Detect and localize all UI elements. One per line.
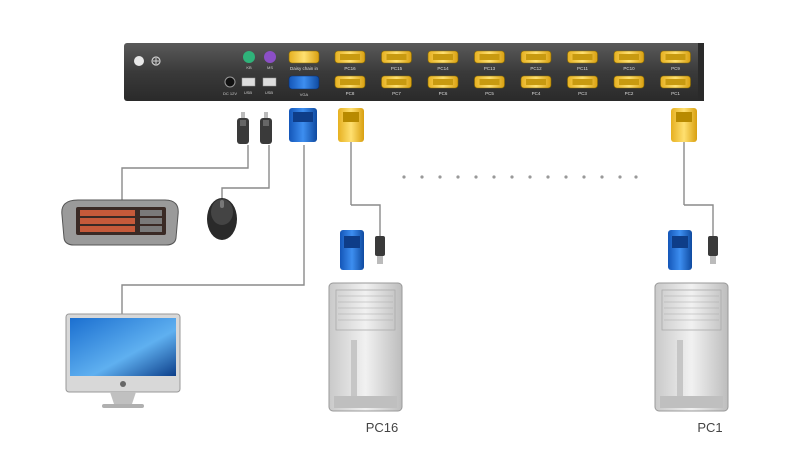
vga-port-pins bbox=[433, 54, 453, 60]
daisy-chain-label: Daisy chain in bbox=[290, 66, 319, 71]
vga-port-pins bbox=[386, 79, 407, 85]
vga-plug-icon bbox=[289, 108, 317, 142]
kb-label: KB bbox=[246, 65, 252, 70]
vga-usb-plugs-pc1 bbox=[668, 230, 718, 270]
ms-label: MS bbox=[267, 65, 273, 70]
vga-port-pins bbox=[340, 79, 360, 85]
port-label-pc2: PC2 bbox=[625, 91, 634, 96]
keyboard-icon bbox=[61, 199, 179, 246]
usb-plug-icon bbox=[260, 112, 272, 144]
vga-label: VGA bbox=[300, 92, 309, 97]
port-label-pc9: PC9 bbox=[671, 66, 680, 71]
ps2-keyboard-port bbox=[243, 51, 255, 63]
vga-port-pins bbox=[572, 54, 593, 60]
vga-port-pins bbox=[526, 79, 546, 85]
port-label-pc7: PC7 bbox=[392, 91, 401, 96]
usb-label-1: USB bbox=[244, 90, 253, 95]
computer-tower-pc1 bbox=[654, 282, 729, 412]
vga-port-pins bbox=[619, 79, 639, 85]
port-label-pc13: PC13 bbox=[484, 66, 496, 71]
vga-port-pins bbox=[479, 79, 500, 85]
vga-port-pins bbox=[619, 54, 639, 60]
port-label-pc1: PC1 bbox=[671, 91, 680, 96]
port-label-pc3: PC3 bbox=[578, 91, 587, 96]
port-label-pc4: PC4 bbox=[532, 91, 541, 96]
monitor-icon bbox=[65, 313, 181, 408]
vga-port-pins bbox=[340, 54, 360, 60]
usb-plug-icon bbox=[237, 112, 249, 144]
mouse-icon bbox=[207, 198, 237, 240]
port-label-pc14: PC14 bbox=[437, 66, 449, 71]
port-label-pc10: PC10 bbox=[623, 66, 635, 71]
usb-port-1 bbox=[241, 77, 256, 87]
vga-usb-plugs-pc16 bbox=[340, 230, 385, 270]
port-label-pc16: PC16 bbox=[344, 66, 356, 71]
vga-port-pins bbox=[386, 54, 407, 60]
vga-port-pins bbox=[433, 79, 453, 85]
power-label: DC 12V bbox=[223, 91, 237, 96]
pc16-label: PC16 bbox=[366, 420, 399, 435]
ellipsis-dots bbox=[402, 175, 638, 179]
power-led-icon bbox=[134, 56, 144, 66]
computer-tower-pc16 bbox=[328, 282, 403, 412]
port-label-pc8: PC8 bbox=[346, 91, 355, 96]
vga-monitor-port bbox=[288, 75, 320, 90]
vga-yellow-plug-pc1 bbox=[671, 108, 714, 236]
port-label-pc6: PC6 bbox=[439, 91, 448, 96]
vga-port-pins bbox=[665, 79, 686, 85]
power-jack-icon bbox=[224, 76, 236, 88]
vga-port-pins bbox=[665, 54, 686, 60]
vga-yellow-plug-pc16 bbox=[338, 108, 381, 236]
vga-port-pins bbox=[572, 79, 593, 85]
peripheral-cables bbox=[121, 145, 305, 316]
port-label-pc11: PC11 bbox=[577, 66, 588, 71]
port-label-pc15: PC15 bbox=[391, 66, 403, 71]
port-label-pc12: PC12 bbox=[530, 66, 542, 71]
usb-port-2 bbox=[262, 77, 277, 87]
vga-port-pins bbox=[526, 54, 546, 60]
vga-port-pins bbox=[479, 54, 500, 60]
ps2-mouse-port bbox=[264, 51, 276, 63]
port-label-pc5: PC5 bbox=[485, 91, 494, 96]
apple-logo-icon bbox=[120, 381, 126, 387]
ground-screw-icon bbox=[151, 56, 161, 66]
usb-label-2: USB bbox=[265, 90, 274, 95]
pc1-label: PC1 bbox=[697, 420, 722, 435]
daisy-chain-port bbox=[288, 50, 320, 64]
